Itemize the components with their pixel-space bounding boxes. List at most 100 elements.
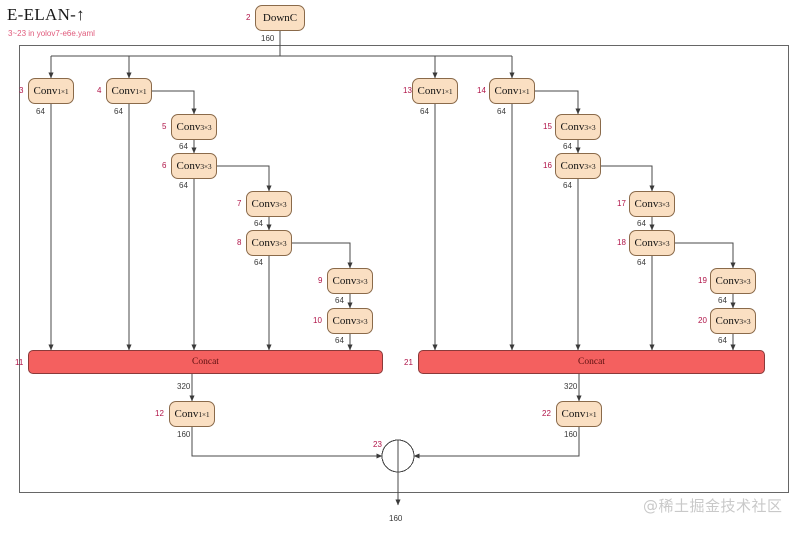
node-label: Conv bbox=[111, 85, 136, 97]
node-label-subscript: 1×1 bbox=[518, 86, 530, 96]
channel-label: 64 bbox=[114, 107, 123, 116]
layer-index-label-4: 4 bbox=[97, 86, 102, 95]
layer-index-label-16: 16 bbox=[543, 161, 552, 170]
diagram-subtitle: 3~23 in yolov7-e6e.yaml bbox=[8, 29, 95, 38]
node-label-subscript: 3×3 bbox=[584, 122, 596, 132]
channel-label: 64 bbox=[179, 142, 188, 151]
concat-label: Concat bbox=[578, 357, 605, 367]
channel-label: 64 bbox=[335, 336, 344, 345]
concat-21[interactable]: Concat bbox=[418, 350, 765, 374]
layer-index-label-6: 6 bbox=[162, 161, 167, 170]
layer-index-label-15: 15 bbox=[543, 122, 552, 131]
node-label: Conv bbox=[176, 160, 201, 172]
node-label-subscript: 1×1 bbox=[198, 409, 210, 419]
node-label: Conv bbox=[634, 237, 659, 249]
diagram-title: E-ELAN-↑ bbox=[7, 5, 85, 24]
node-label: Conv bbox=[332, 275, 357, 287]
node-label: Conv bbox=[33, 85, 58, 97]
channel-label: 64 bbox=[179, 181, 188, 190]
node-label-subscript: 3×3 bbox=[658, 199, 670, 209]
concat-11[interactable]: Concat bbox=[28, 350, 383, 374]
node-label-subscript: 1×1 bbox=[135, 86, 147, 96]
node-label-subscript: 3×3 bbox=[356, 316, 368, 326]
node-label: Conv bbox=[715, 315, 740, 327]
layer-index-label-13: 13 bbox=[403, 86, 412, 95]
node-label-subscript: 3×3 bbox=[275, 238, 287, 248]
node-label: Conv bbox=[176, 121, 201, 133]
channel-label: 160 bbox=[261, 34, 275, 43]
node-label-subscript: 3×3 bbox=[658, 238, 670, 248]
layer-index-label-21: 21 bbox=[404, 358, 413, 367]
layer-index-label-3: 3 bbox=[19, 86, 24, 95]
node-label: DownC bbox=[262, 12, 298, 24]
node-label: Conv bbox=[494, 85, 519, 97]
node-label-subscript: 3×3 bbox=[584, 161, 596, 171]
channel-label: 64 bbox=[637, 258, 646, 267]
layer-index-label-10: 10 bbox=[313, 316, 322, 325]
node-label: Conv bbox=[174, 408, 199, 420]
channel-label: 64 bbox=[497, 107, 506, 116]
layer-index-label-11: 11 bbox=[15, 358, 24, 367]
node-label: Conv bbox=[560, 160, 585, 172]
node-label: Conv bbox=[251, 237, 276, 249]
channel-label: 64 bbox=[563, 142, 572, 151]
node-label-subscript: 3×3 bbox=[200, 122, 212, 132]
layer-index-label-17: 17 bbox=[617, 199, 626, 208]
node-label-subscript: 1×1 bbox=[585, 409, 597, 419]
channel-label: 64 bbox=[335, 296, 344, 305]
layer-index-label-2: 2 bbox=[246, 13, 251, 22]
diagram-frame bbox=[19, 45, 789, 493]
node-label: Conv bbox=[560, 121, 585, 133]
node-label-subscript: 1×1 bbox=[441, 86, 453, 96]
channel-label: 320 bbox=[177, 382, 191, 391]
channel-label: 64 bbox=[718, 336, 727, 345]
node-label-subscript: 3×3 bbox=[356, 276, 368, 286]
channel-label: 160 bbox=[177, 430, 191, 439]
layer-index-label-7: 7 bbox=[237, 199, 242, 208]
channel-label: 64 bbox=[254, 219, 263, 228]
node-label-subscript: 3×3 bbox=[275, 199, 287, 209]
channel-label: 160 bbox=[564, 430, 578, 439]
node-label-subscript: 3×3 bbox=[739, 276, 751, 286]
layer-index-label-18: 18 bbox=[617, 238, 626, 247]
layer-index-label-5: 5 bbox=[162, 122, 167, 131]
channel-label: 64 bbox=[563, 181, 572, 190]
channel-label: 64 bbox=[718, 296, 727, 305]
node-label-subscript: 3×3 bbox=[739, 316, 751, 326]
layer-index-label-22: 22 bbox=[542, 409, 551, 418]
node-label: Conv bbox=[332, 315, 357, 327]
layer-index-label-20: 20 bbox=[698, 316, 707, 325]
node-label-subscript: 3×3 bbox=[200, 161, 212, 171]
channel-label: 160 bbox=[389, 514, 403, 523]
channel-label: 64 bbox=[637, 219, 646, 228]
channel-label: 64 bbox=[420, 107, 429, 116]
node-label: Conv bbox=[251, 198, 276, 210]
layer-index-label-9: 9 bbox=[318, 276, 323, 285]
concat-label: Concat bbox=[192, 357, 219, 367]
node-2[interactable]: DownC bbox=[255, 5, 305, 31]
channel-label: 320 bbox=[564, 382, 578, 391]
layer-index-label-14: 14 bbox=[477, 86, 486, 95]
node-label: Conv bbox=[417, 85, 442, 97]
layer-index-label-23: 23 bbox=[373, 440, 382, 449]
